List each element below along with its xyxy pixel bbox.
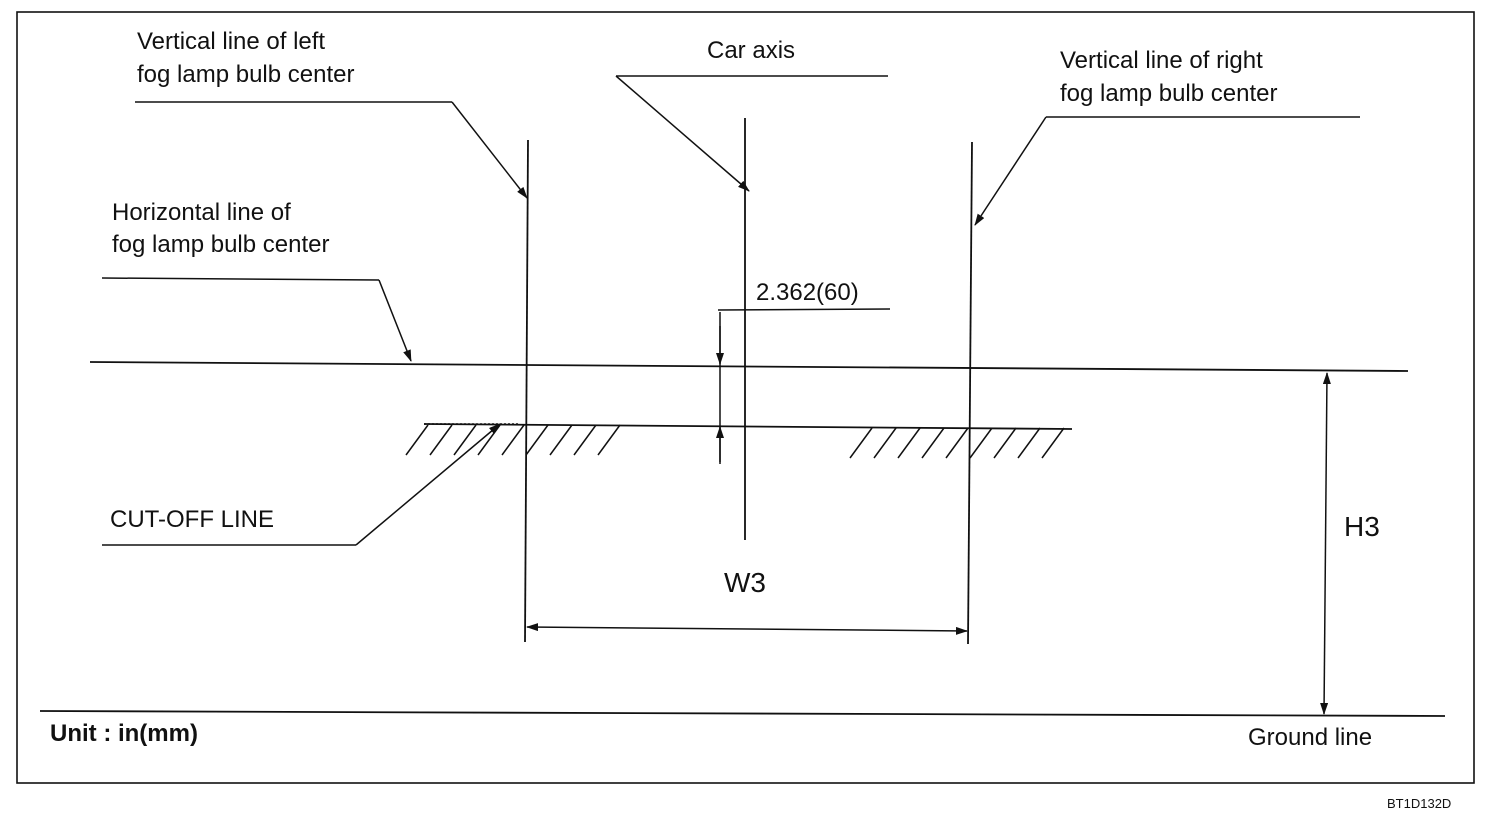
- label-horizontal-1: Horizontal line of: [112, 199, 291, 226]
- hatch-stroke: [969, 427, 993, 459]
- label-ground: Ground line: [1248, 724, 1372, 751]
- label-right-vertical-1: Vertical line of right: [1060, 47, 1263, 74]
- hatch-stroke: [945, 427, 969, 459]
- hatch-stroke: [573, 424, 597, 456]
- height-dimension: [1320, 372, 1331, 715]
- label-car-axis: Car axis: [707, 37, 795, 64]
- hatch-stroke: [525, 424, 549, 456]
- right-vertical-line: [967, 141, 973, 645]
- label-height-dimension: H3: [1344, 511, 1380, 542]
- left-vertical-line: [524, 139, 529, 643]
- hatch-stroke: [429, 424, 453, 456]
- hatch-stroke: [501, 424, 525, 456]
- label-figure-code: BT1D132D: [1387, 796, 1451, 811]
- ground-line: [39, 710, 1446, 717]
- label-width-dimension: W3: [724, 567, 766, 598]
- hatch-stroke: [597, 424, 621, 456]
- cutoff-line: [423, 423, 1073, 430]
- label-horizontal-2: fog lamp bulb center: [112, 231, 329, 258]
- hatch-stroke: [993, 427, 1017, 459]
- label-offset-dimension: 2.362(60): [756, 279, 859, 306]
- hatch-stroke: [1041, 427, 1065, 459]
- cutoff-leader: [102, 423, 501, 546]
- hatch-stroke: [1017, 427, 1041, 459]
- hatch-stroke: [405, 424, 429, 456]
- label-cutoff: CUT-OFF LINE: [110, 506, 274, 533]
- right-vertical-leader: [974, 116, 1360, 226]
- hatch-stroke: [897, 427, 921, 459]
- cutoff-hatching-left: [405, 424, 621, 456]
- hatch-stroke: [453, 424, 477, 456]
- cutoff-hatching-right: [849, 427, 1065, 459]
- label-left-vertical-2: fog lamp bulb center: [137, 61, 354, 88]
- horizontal-leader: [101, 277, 412, 362]
- label-left-vertical-1: Vertical line of left: [137, 28, 325, 55]
- horizontal-center-line: [89, 361, 1409, 372]
- label-right-vertical-2: fog lamp bulb center: [1060, 80, 1277, 107]
- diagram-frame: [16, 11, 1475, 784]
- label-unit: Unit : in(mm): [50, 720, 198, 747]
- offset-dimension: [716, 308, 891, 464]
- hatch-stroke: [873, 427, 897, 459]
- hatch-stroke: [849, 427, 873, 459]
- left-vertical-leader: [135, 101, 528, 199]
- hatch-stroke: [549, 424, 573, 456]
- width-dimension: [526, 623, 968, 635]
- hatch-stroke: [921, 427, 945, 459]
- car-axis-leader: [615, 75, 888, 192]
